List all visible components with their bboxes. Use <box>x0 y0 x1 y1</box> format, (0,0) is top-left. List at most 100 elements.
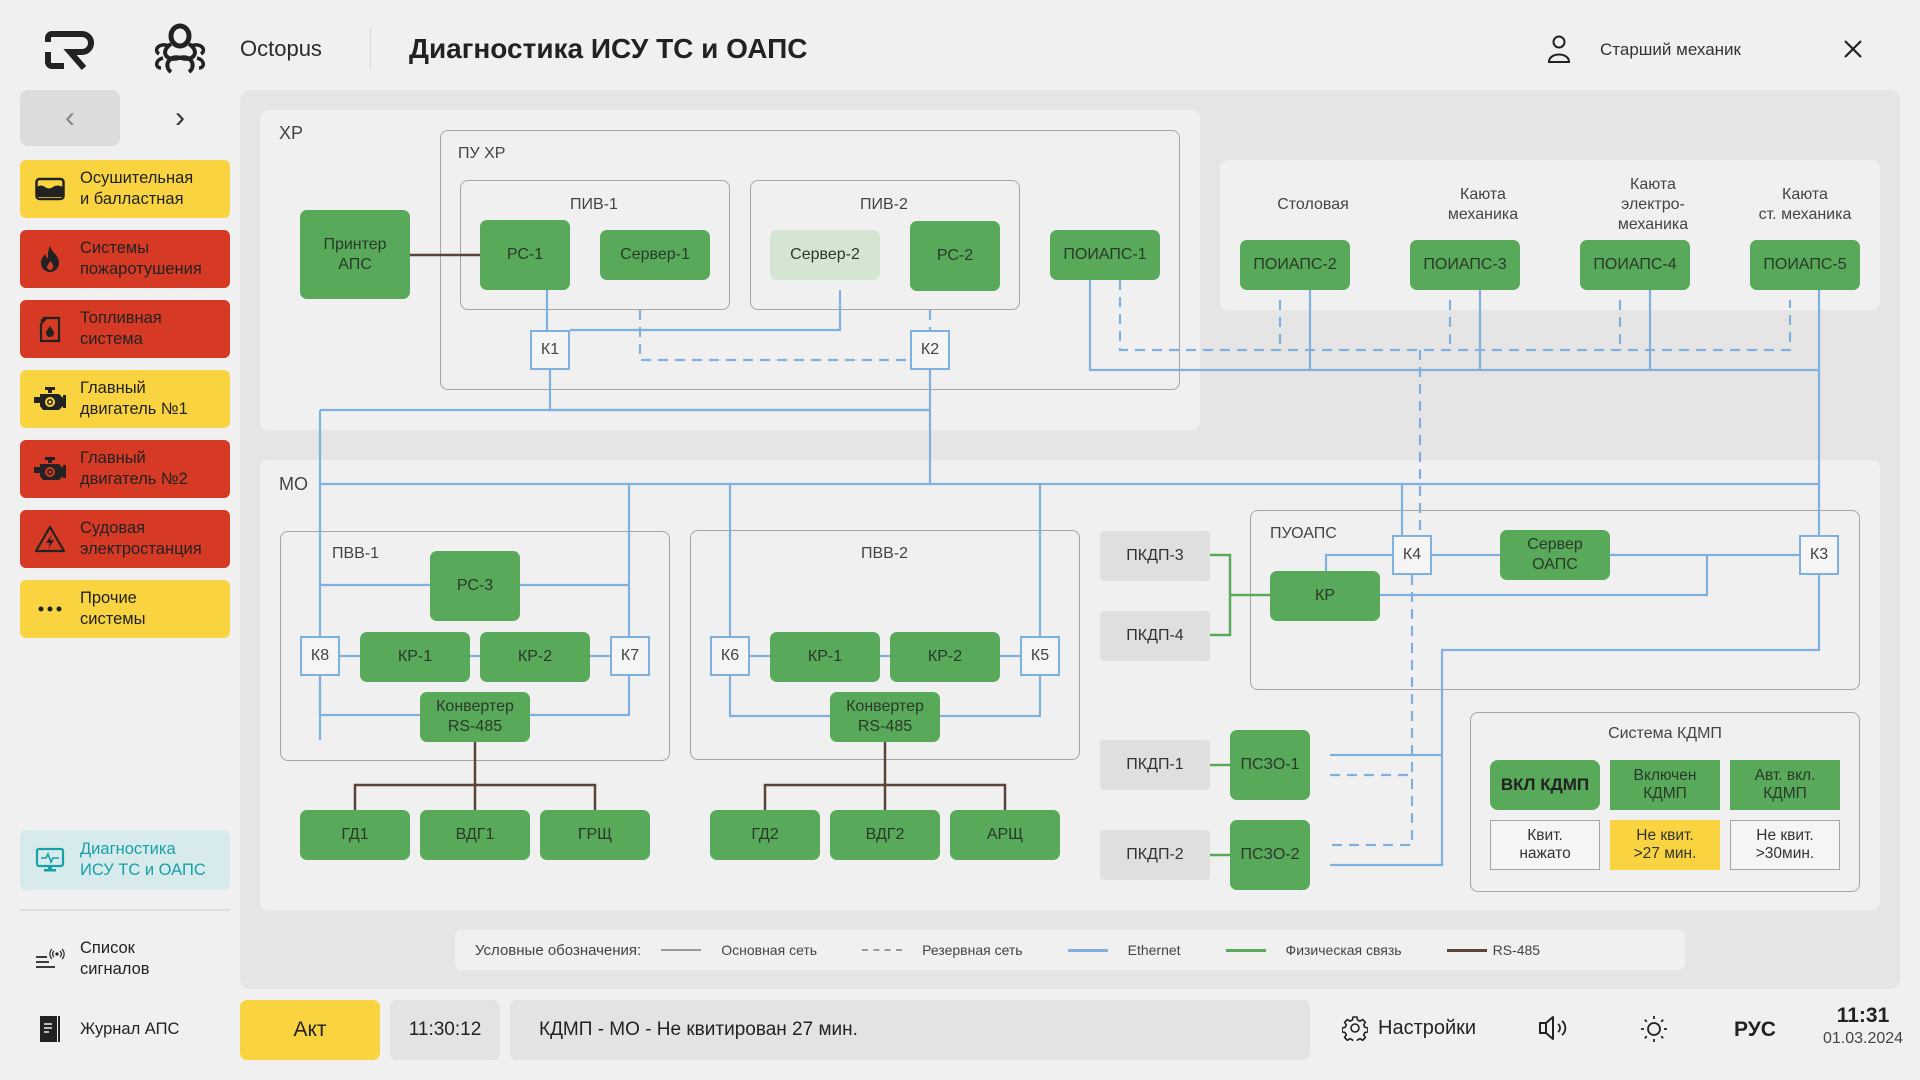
sidebar-item-other-systems[interactable]: Прочие системы <box>20 580 230 638</box>
node-poiaps-5[interactable]: ПОИАПС-5 <box>1750 240 1860 290</box>
kdmp-title: Система КДМП <box>1608 725 1722 742</box>
nav-back-button[interactable]: ‹ <box>20 90 120 146</box>
sidebar-item-signal-list[interactable]: Список сигналов <box>20 930 230 988</box>
sidebar-item-main-engine-2[interactable]: Главный двигатель №2 <box>20 440 230 498</box>
sidebar-item-drainage-ballast[interactable]: Осушительная и балластная <box>20 160 230 218</box>
sidebar-item-aps-journal[interactable]: Журнал АПС <box>20 1000 230 1058</box>
legend-item-rs485: RS-485 <box>1492 942 1541 958</box>
node-pvv1-kr-1[interactable]: КР-1 <box>360 632 470 682</box>
node-printer-aps[interactable]: Принтер АПС <box>300 210 410 299</box>
legend-swatch-ethernet <box>1067 948 1108 952</box>
switch-k6[interactable]: К6 <box>710 636 750 676</box>
node-arsch[interactable]: АРЩ <box>950 810 1060 860</box>
close-icon[interactable] <box>1842 38 1864 60</box>
node-pszo-2[interactable]: ПСЗО-2 <box>1230 820 1310 890</box>
node-pszo-1[interactable]: ПСЗО-1 <box>1230 730 1310 800</box>
sidebar-item-label: Прочие системы <box>80 589 146 628</box>
sidebar-item-label: Главный двигатель №1 <box>80 379 188 418</box>
node-pkdp-4[interactable]: ПКДП-4 <box>1100 611 1210 661</box>
volume-icon[interactable] <box>1538 1014 1572 1042</box>
switch-k7[interactable]: К7 <box>610 636 650 676</box>
node-rs-2[interactable]: РС-2 <box>910 221 1000 291</box>
engine-icon <box>20 456 80 482</box>
cabin-label: Каюта электро- механика <box>1617 176 1689 233</box>
clock-date: 01.03.2024 <box>1822 1030 1904 1047</box>
group-label-puoaps: ПУОАПС <box>1270 525 1337 542</box>
node-poiaps-2[interactable]: ПОИАПС-2 <box>1240 240 1350 290</box>
kdmp-not-ack-27-indicator: Не квит. >27 мин. <box>1610 820 1720 870</box>
node-gd2[interactable]: ГД2 <box>710 810 820 860</box>
node-rs-3[interactable]: РС-3 <box>430 551 520 621</box>
node-pkdp-2[interactable]: ПКДП-2 <box>1100 830 1210 880</box>
node-pkdp-1[interactable]: ПКДП-1 <box>1100 740 1210 790</box>
node-vdg1[interactable]: ВДГ1 <box>420 810 530 860</box>
group-label-pvv-2: ПВВ-2 <box>861 545 909 562</box>
fire-icon <box>20 245 80 273</box>
node-vdg2[interactable]: ВДГ2 <box>830 810 940 860</box>
act-button[interactable]: Акт <box>240 1000 380 1060</box>
node-poiaps-4[interactable]: ПОИАПС-4 <box>1580 240 1690 290</box>
settings-button[interactable]: Настройки <box>1342 1015 1476 1041</box>
sidebar-item-label: Список сигналов <box>80 939 150 978</box>
kdmp-on-button[interactable]: ВКЛ КДМП <box>1490 760 1600 810</box>
app-name: Octopus <box>240 36 322 61</box>
node-grsch[interactable]: ГРЩ <box>540 810 650 860</box>
node-poiaps-1[interactable]: ПОИАПС-1 <box>1050 230 1160 280</box>
zone-label-xr: ХР <box>279 123 304 143</box>
chevron-right-icon: › <box>175 101 185 134</box>
kdmp-enabled-indicator: Включен КДМП <box>1610 760 1720 810</box>
legend: Условные обозначения: Основная сеть Резе… <box>455 930 1685 970</box>
sidebar-item-diagnostics[interactable]: Диагностика ИСУ ТС и ОАПС <box>20 830 230 890</box>
legend-item-physical: Физическая связь <box>1285 942 1402 958</box>
group-label-pu-xr: ПУ ХР <box>458 145 506 162</box>
node-pvv1-kr-2[interactable]: КР-2 <box>480 632 590 682</box>
sidebar-item-power-plant[interactable]: Судовая электростанция <box>20 510 230 568</box>
sidebar-item-main-engine-1[interactable]: Главный двигатель №1 <box>20 370 230 428</box>
kdmp-ack-pressed-indicator: Квит. нажато <box>1490 820 1600 870</box>
sidebar-item-label: Осушительная и балластная <box>80 169 194 208</box>
node-pvv1-converter[interactable]: Конвертер RS-485 <box>420 692 530 742</box>
kdmp-not-ack-30-indicator: Не квит. >30мин. <box>1730 820 1840 870</box>
node-pkdp-3[interactable]: ПКДП-3 <box>1100 531 1210 581</box>
sidebar-item-fire-extinguishing[interactable]: Системы пожаротушения <box>20 230 230 288</box>
tank-icon <box>20 177 80 201</box>
kdmp-auto-on-indicator: Авт. вкл. КДМП <box>1730 760 1840 810</box>
clock: 11:31 01.03.2024 <box>1818 1004 1908 1048</box>
node-pvv2-kr-1[interactable]: КР-1 <box>770 632 880 682</box>
node-poiaps-3[interactable]: ПОИАПС-3 <box>1410 240 1520 290</box>
header-divider <box>370 28 371 70</box>
sidebar-item-fuel-system[interactable]: Топливная система <box>20 300 230 358</box>
user-role[interactable]: Старший механик <box>1600 40 1741 59</box>
page-title: Диагностика ИСУ ТС и ОАПС <box>409 33 808 64</box>
node-pvv2-kr-2[interactable]: КР-2 <box>890 632 1000 682</box>
node-server-2[interactable]: Сервер-2 <box>770 230 880 280</box>
switch-k5[interactable]: К5 <box>1020 636 1060 676</box>
sidebar-item-label: Топливная система <box>80 309 162 348</box>
switch-k8[interactable]: К8 <box>300 636 340 676</box>
group-label-piv-1: ПИВ-1 <box>570 196 618 213</box>
clock-time: 11:31 <box>1836 1004 1890 1027</box>
settings-label: Настройки <box>1378 1016 1477 1039</box>
sidebar-item-label: Системы пожаротушения <box>80 239 202 278</box>
switch-k4[interactable]: К4 <box>1392 535 1432 575</box>
signal-list-icon <box>20 948 80 970</box>
legend-swatch-backup <box>862 949 903 951</box>
node-gd1[interactable]: ГД1 <box>300 810 410 860</box>
engine-icon <box>20 386 80 412</box>
event-time: 11:30:12 <box>390 1000 500 1060</box>
node-kr[interactable]: КР <box>1270 571 1380 621</box>
switch-k2[interactable]: К2 <box>910 330 950 370</box>
switch-k1[interactable]: К1 <box>530 330 570 370</box>
node-pvv2-converter[interactable]: Конвертер RS-485 <box>830 692 940 742</box>
switch-k3[interactable]: К3 <box>1799 535 1839 575</box>
cr-logo-icon <box>45 31 94 70</box>
event-message[interactable]: КДМП - МО - Не квитирован 27 мин. <box>510 1000 1310 1060</box>
gear-icon <box>1342 1016 1368 1041</box>
brightness-icon[interactable] <box>1640 1015 1668 1043</box>
node-server-oaps[interactable]: Сервер ОАПС <box>1500 530 1610 580</box>
language-selector[interactable]: РУС <box>1734 1018 1776 1041</box>
nav-forward-button[interactable]: › <box>130 90 230 146</box>
node-server-1[interactable]: Сервер-1 <box>600 230 710 280</box>
legend-swatch-main <box>661 949 702 951</box>
node-rs-1[interactable]: РС-1 <box>480 220 570 290</box>
